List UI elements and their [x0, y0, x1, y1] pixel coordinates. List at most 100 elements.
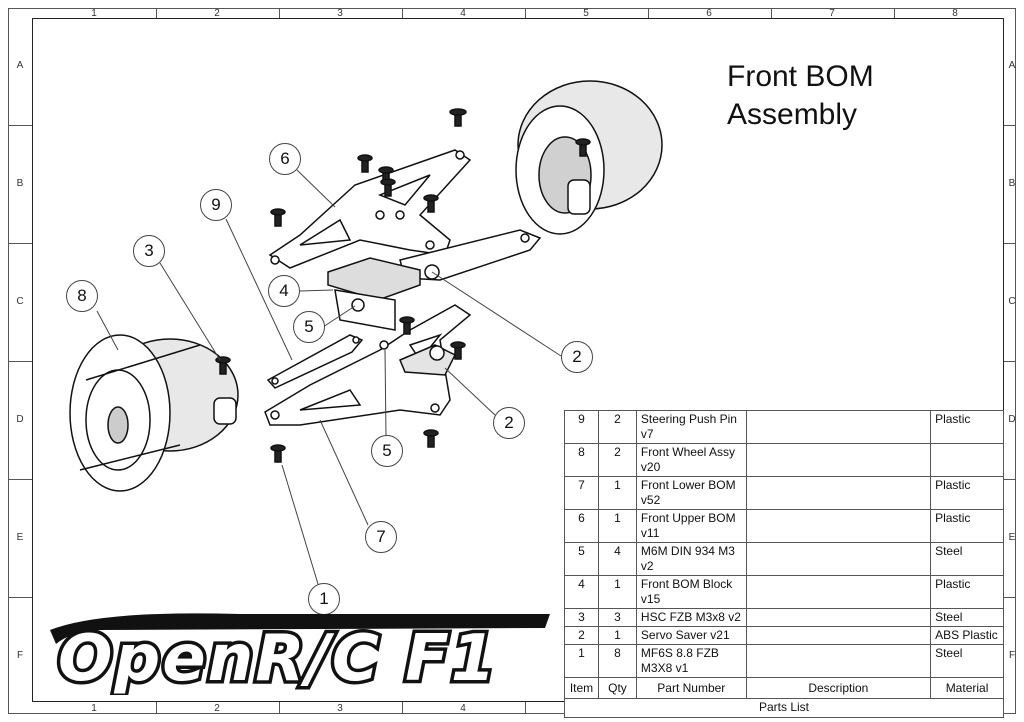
cell-material: Steel [930, 644, 1004, 678]
balloon-4: 4 [268, 275, 300, 307]
zone-col-label: 4 [460, 8, 466, 19]
zone-row-label: F [16, 650, 24, 661]
zone-row-label: D [16, 414, 24, 425]
cell-part-number: Servo Saver v21 [635, 626, 747, 645]
cell-description [745, 644, 932, 678]
header-qty: Qty [597, 677, 637, 699]
cell-qty: 2 [597, 443, 637, 477]
cell-item: 5 [564, 542, 599, 576]
cell-part-number: Front Wheel Assy v20 [635, 443, 747, 477]
cell-description [745, 509, 932, 543]
zone-row-label: E [1008, 532, 1016, 543]
cell-part-number: Front Upper BOM v11 [635, 509, 747, 543]
cell-description [745, 443, 932, 477]
zone-row-label: B [16, 178, 24, 189]
cell-material: Plastic [930, 575, 1004, 609]
cell-item: 2 [564, 626, 599, 645]
drawing-border [32, 18, 1004, 702]
openrc-f1-logo: OpenR/C F1 [50, 613, 550, 695]
zone-col-label: 6 [706, 8, 712, 19]
zone-row-label: E [16, 532, 24, 543]
zone-row-label: F [1008, 650, 1016, 661]
cell-qty: 4 [597, 542, 637, 576]
cell-material: Plastic [930, 476, 1004, 510]
servo-saver-icon [399, 344, 457, 376]
balloon-2-lower: 2 [493, 407, 525, 439]
cell-part-number: Front BOM Block v15 [635, 575, 747, 609]
cell-item: 6 [564, 509, 599, 543]
leader-lines [96, 169, 562, 585]
zone-col-label: 3 [337, 8, 343, 19]
balloon-9: 9 [200, 189, 232, 221]
zone-col-label: 8 [952, 8, 958, 19]
parts-list-caption-row: Parts List [564, 698, 1004, 718]
cell-item: 4 [564, 575, 599, 609]
zone-col-label: 4 [460, 703, 466, 714]
screw-icons [215, 108, 591, 463]
cell-part-number: Front Lower BOM v52 [635, 476, 747, 510]
parts-list-header: Item Qty Part Number Description Materia… [564, 677, 1004, 699]
logo-text: OpenR/C F1 [58, 622, 497, 695]
right-wheel-icon [515, 80, 663, 235]
cell-description [745, 575, 932, 609]
header-description: Description [745, 677, 932, 699]
title-line-1: Front BOM [727, 60, 874, 93]
cell-qty: 1 [597, 626, 637, 645]
cell-material: Steel [930, 542, 1004, 576]
cell-qty: 3 [597, 608, 637, 627]
cell-qty: 2 [597, 410, 637, 444]
zone-row-label: D [1008, 414, 1016, 425]
balloon-7: 7 [365, 521, 397, 553]
drawing-title: Front BOM Assembly [727, 58, 874, 134]
cell-item: 7 [564, 476, 599, 510]
cell-part-number: MF6S 8.8 FZB M3X8 v1 [635, 644, 747, 678]
zone-row-label: B [1008, 178, 1016, 189]
zone-row-label: A [16, 60, 24, 71]
bom-block-icon [327, 257, 421, 331]
cell-item: 8 [564, 443, 599, 477]
header-material: Material [930, 677, 1004, 699]
zone-col-label: 1 [91, 703, 97, 714]
cell-description [745, 476, 932, 510]
cell-item: 3 [564, 608, 599, 627]
zone-row-label: C [16, 296, 24, 307]
zone-col-label: 3 [337, 703, 343, 714]
zone-col-label: 1 [91, 8, 97, 19]
title-line-2: Assembly [727, 98, 858, 131]
cell-qty: 1 [597, 575, 637, 609]
zone-col-label: 5 [583, 8, 589, 19]
cell-description [745, 542, 932, 576]
cell-item: 9 [564, 410, 599, 444]
balloon-3: 3 [133, 235, 165, 267]
zone-row-label: C [1008, 296, 1016, 307]
cell-qty: 1 [597, 509, 637, 543]
balloon-5-upper: 5 [293, 311, 325, 343]
lower-bom-plate-icon [264, 304, 472, 426]
cell-qty: 8 [597, 644, 637, 678]
cell-material: ABS Plastic [930, 626, 1004, 645]
balloon-6: 6 [269, 143, 301, 175]
header-item: Item [564, 677, 599, 699]
cell-qty: 1 [597, 476, 637, 510]
zone-col-label: 7 [829, 8, 835, 19]
upper-bom-plate-icon [268, 149, 472, 269]
left-wheel-icon [69, 334, 239, 492]
cell-material: Plastic [930, 509, 1004, 543]
balloon-8: 8 [66, 280, 98, 312]
cell-part-number: HSC FZB M3x8 v2 [635, 608, 747, 627]
cell-description [745, 410, 932, 444]
cell-material: Plastic [930, 410, 1004, 444]
cell-material [930, 443, 1004, 477]
parts-list-caption: Parts List [564, 698, 1004, 718]
zone-col-label: 2 [214, 703, 220, 714]
cell-part-number: Steering Push Pin v7 [635, 410, 747, 444]
